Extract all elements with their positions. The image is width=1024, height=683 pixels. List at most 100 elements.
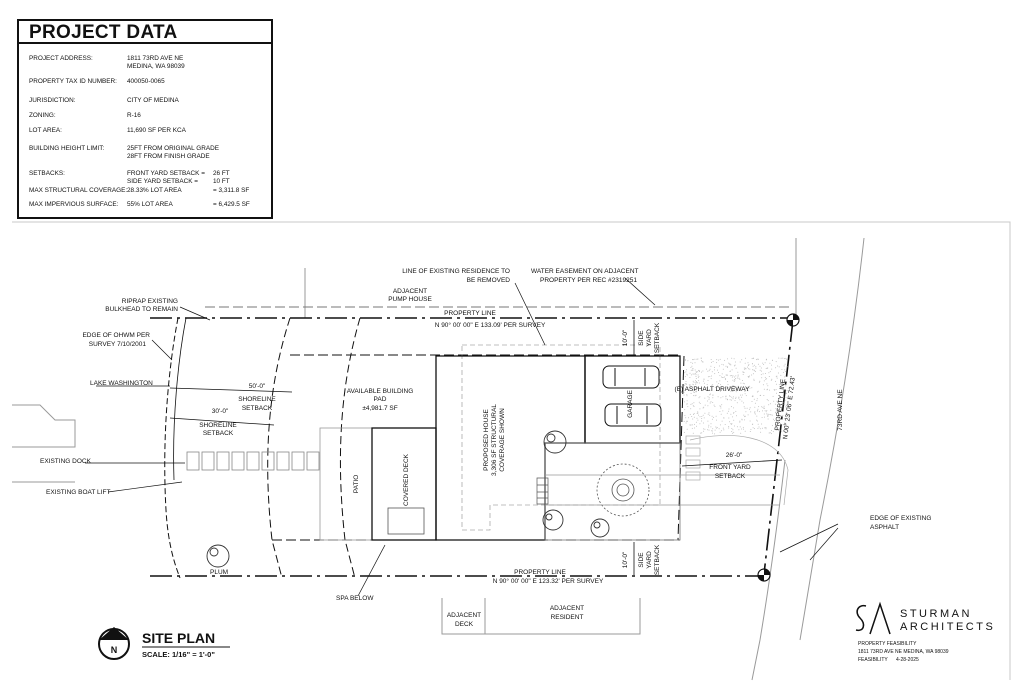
label-property-line-top: PROPERTY LINE (444, 310, 496, 317)
leader-lines (85, 277, 839, 597)
label-edge-asphalt-2: ASPHALT (870, 524, 899, 531)
patio (319, 427, 373, 541)
survey-point-top-right (786, 313, 800, 327)
side-setback-label: SIDE YARD SETBACK = (127, 178, 198, 185)
label-plum: PLUM (210, 569, 228, 576)
proposed-house (435, 355, 586, 541)
project-data-header: PROJECT DATA (17, 19, 273, 44)
label-garage: GARAGE (627, 389, 634, 417)
impervious-value: 55% LOT AREA (127, 201, 173, 208)
address-label: PROJECT ADDRESS: (29, 55, 93, 62)
jurisdiction-label: JURISDICTION: (29, 97, 76, 104)
label-shoreline-2b: SETBACK (203, 430, 234, 437)
impervious-label: MAX IMPERVIOUS SURFACE: (29, 201, 119, 208)
existing-residence-outline (461, 344, 661, 531)
label-adjacent-deck: ADJACENT (447, 612, 481, 619)
label-covered-deck: COVERED DECK (403, 453, 410, 506)
jurisdiction-value: CITY OF MEDINA (127, 97, 179, 104)
tax-value: 400050-0065 (127, 78, 165, 85)
height-label: BUILDING HEIGHT LIMIT: (29, 145, 105, 152)
label-adjacent-resident: ADJACENT (550, 605, 584, 612)
label-existing-dock: EXISTING DOCK (40, 458, 92, 465)
coverage-label: MAX STRUCTURAL COVERAGE: (29, 187, 128, 194)
lot-area-label: LOT AREA: (29, 127, 62, 134)
label-shoreline-1: SHORELINE (238, 396, 276, 403)
adjacent-outlines (12, 237, 865, 681)
label-line-existing: LINE OF EXISTING RESIDENCE TO (402, 268, 510, 275)
label-side-yard-bottom-3: SETBACK (654, 544, 661, 575)
firm-logo-icon (855, 601, 891, 635)
label-shoreline-2: SHORELINE (199, 422, 237, 429)
label-side-yard-top-3: SETBACK (654, 322, 661, 353)
project-data-title: PROJECT DATA (29, 22, 178, 43)
north-arrow-icon: N (98, 627, 130, 660)
existing-dock (186, 451, 320, 471)
label-property-line-bottom: PROPERTY LINE (514, 569, 566, 576)
label-adjacent-resident-2: RESIDENT (551, 614, 584, 621)
firm-name-2: ARCHITECTS (900, 621, 995, 633)
dim-side-bottom: 10'-0" (622, 551, 629, 568)
project-date: 4-28-2025 (896, 657, 919, 663)
label-water-easement: WATER EASEMENT ON ADJACENT (531, 268, 639, 275)
label-side-yard-bottom: SIDE (638, 552, 645, 568)
dim-50: 50'-0" (249, 383, 266, 390)
dim-side-top: 10'-0" (622, 329, 629, 346)
entry-court (544, 442, 681, 541)
project-data-panel: PROJECT DATA PROJECT ADDRESS: 1811 73RD … (17, 19, 273, 219)
label-line-existing-2: BE REMOVED (467, 277, 511, 284)
label-riprap: RIPRAP EXISTING (122, 298, 178, 305)
project-address-small: 1811 73RD AVE NE MEDINA, WA 98039 (858, 649, 949, 655)
label-proposed-house-3: COVERAGE SHOWN (499, 408, 506, 472)
site-plan-title: SITE PLAN (142, 630, 215, 646)
site-plan-scale: SCALE: 1/16" = 1'-0" (142, 650, 215, 659)
walkway (545, 474, 780, 506)
front-setback (677, 355, 685, 541)
stairs (536, 477, 549, 505)
survey-point-bottom-right (757, 568, 771, 582)
label-front-yard: FRONT YARD (709, 464, 751, 471)
label-lake-washington: LAKE WASHINGTON (90, 380, 153, 387)
setbacks-label: SETBACKS: (29, 170, 65, 177)
shoreline-curves (164, 317, 361, 579)
address-line1: 1811 73RD AVE NE (127, 55, 184, 62)
spa (387, 507, 425, 535)
label-street: 73RD AVE NE (837, 389, 844, 431)
north-label: N (111, 645, 118, 655)
label-building-pad-area: ±4,981.7 SF (362, 405, 397, 412)
height-line2: 28FT FROM FINISH GRADE (127, 153, 210, 160)
asphalt-driveway (683, 357, 788, 435)
tax-label: PROPERTY TAX ID NUMBER: (29, 78, 117, 85)
dim-30: 30'-0" (212, 408, 229, 415)
side-setback-value: 10 FT (213, 178, 230, 185)
label-side-yard-bottom-2: YARD (646, 551, 653, 569)
height-line1: 25FT FROM ORIGINAL GRADE (127, 145, 219, 152)
coverage-value: 28.33% LOT AREA (127, 187, 182, 194)
tree-icon (206, 430, 610, 568)
label-pump-house-2: PUMP HOUSE (388, 296, 432, 303)
label-spa-below: SPA BELOW (336, 595, 374, 602)
project-phase: FEASIBILITY (858, 657, 888, 663)
address-line2: MEDINA, WA 98039 (127, 63, 185, 70)
front-setback-value: 26 FT (213, 170, 230, 177)
car-icon (602, 365, 662, 427)
label-side-yard-top-2: YARD (646, 329, 653, 347)
zoning-label: ZONING: (29, 112, 56, 119)
lot-area-value: 11,690 SF PER KCA (127, 127, 186, 134)
dim-26: 26'-0" (726, 452, 743, 459)
label-water-easement-2: PROPERTY PER REC #2319251 (540, 277, 637, 284)
project-name: PROPERTY FEASIBILITY (858, 641, 917, 647)
label-ohwm-2: SURVEY 7/10/2001 (89, 341, 147, 348)
coverage-sf: = 3,311.8 SF (213, 187, 250, 194)
dimension-lines (169, 320, 783, 575)
label-adjacent-deck-2: DECK (455, 621, 474, 628)
label-shoreline-1b: SETBACK (242, 405, 273, 412)
label-property-line-top-bearing: N 90° 00' 00" E 133.09' PER SURVEY (435, 321, 546, 329)
property-line-right (763, 319, 794, 575)
label-side-yard-top: SIDE (638, 330, 645, 346)
label-edge-asphalt: EDGE OF EXISTING (870, 515, 931, 522)
label-proposed-house: PROPOSED HOUSE (483, 408, 490, 470)
driveway-stalls (685, 435, 789, 506)
label-pump-house: ADJACENT (393, 288, 427, 295)
zoning-value: R-16 (127, 112, 141, 119)
